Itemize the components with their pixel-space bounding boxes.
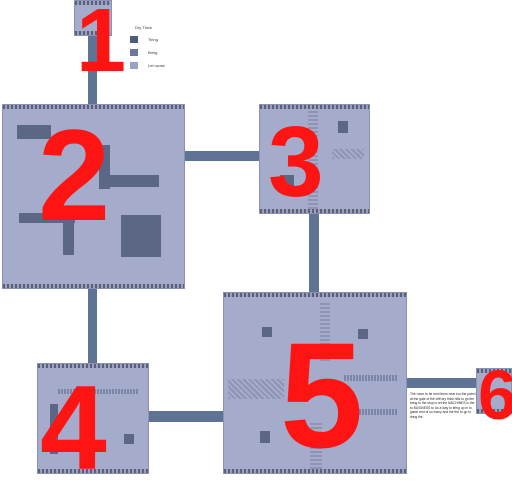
legend-swatch	[130, 62, 138, 69]
room-number-1: 1	[76, 0, 127, 91]
floor-hatch	[228, 379, 284, 399]
floor-stairs	[58, 389, 138, 394]
wall-block	[124, 434, 134, 444]
wall-block	[358, 329, 368, 339]
legend-swatch	[130, 49, 138, 56]
corridor-2-4	[88, 288, 97, 364]
floor-stripe	[308, 111, 318, 209]
floor-stripe	[320, 301, 330, 361]
corridor-4-5	[147, 411, 225, 422]
wall-block	[260, 431, 270, 443]
wall-block	[50, 404, 58, 454]
room-6	[476, 368, 512, 414]
floor-hatch	[332, 149, 364, 159]
legend-item-tiring: Tiring	[130, 36, 158, 43]
wall-block	[84, 414, 94, 424]
legend-label: Tiring	[148, 37, 158, 42]
legend-label: Let rouse	[148, 63, 165, 68]
wall-block	[19, 213, 75, 223]
room-4	[37, 363, 149, 474]
legend-label: Bring	[148, 50, 158, 55]
room-3	[259, 104, 370, 214]
legend-swatch	[130, 36, 138, 43]
wall-block	[338, 121, 348, 133]
legend-item-let-rouse: Let rouse	[130, 62, 165, 69]
map-note: The room to be next them near too the pa…	[410, 392, 476, 419]
wall-block	[121, 215, 161, 257]
legend-item-bring: Bring	[130, 49, 157, 56]
room-number-3: 3	[268, 106, 324, 218]
room-number-5: 5	[280, 311, 364, 479]
room-number-2: 2	[38, 102, 111, 248]
corridor-1-2	[88, 33, 97, 105]
wall-block	[280, 175, 294, 189]
corridor-3-5	[309, 214, 319, 294]
room-1	[74, 0, 112, 36]
legend-title: Dry Thick	[135, 25, 152, 30]
room-2	[2, 104, 185, 289]
room-number-6: 6	[478, 356, 512, 434]
corridor-5-6	[405, 378, 477, 388]
room-number-4: 4	[40, 361, 107, 495]
wall-block	[63, 213, 74, 255]
floor-stairs	[344, 409, 398, 415]
wall-block	[99, 145, 110, 189]
wall-block	[99, 175, 159, 187]
wall-block	[17, 125, 51, 139]
floor-stairs	[344, 375, 398, 381]
wall-block	[262, 327, 272, 337]
floor-stripe	[310, 421, 322, 473]
corridor-2-3	[183, 151, 262, 161]
